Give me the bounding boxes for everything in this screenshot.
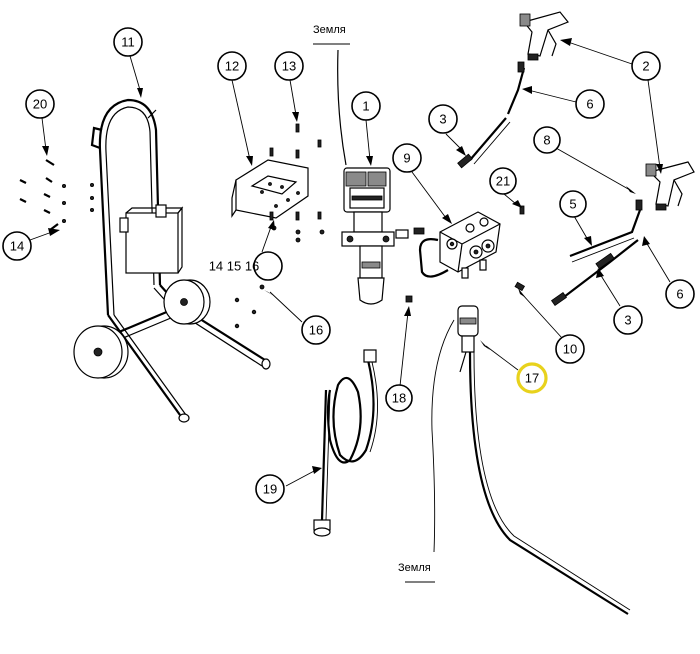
callout-3-upper: 3 — [428, 104, 458, 134]
ground-text-bottom: Земля — [398, 562, 431, 574]
callout-label: 19 — [263, 482, 277, 497]
supply-hose-coil — [313, 349, 378, 537]
callout-label: 18 — [392, 391, 406, 406]
callout-label: 5 — [569, 197, 576, 212]
callout-6-lower: 6 — [665, 279, 695, 309]
spray-gun-top — [519, 11, 569, 61]
callout-label: 20 — [33, 97, 47, 112]
callout-label: 6 — [586, 97, 593, 112]
cart-fasteners — [19, 159, 95, 231]
callout-19: 19 — [255, 474, 285, 504]
callout-label: 13 — [282, 59, 296, 74]
callout-16: 16 — [301, 315, 331, 345]
spray-gun-bottom — [645, 161, 695, 211]
cart-wheel-left — [73, 325, 129, 379]
callout-label: 9 — [403, 151, 410, 166]
whip-hose-lower — [550, 239, 639, 307]
extension-rod — [569, 199, 643, 263]
callout-2: 2 — [631, 51, 661, 81]
callout-label: 8 — [543, 133, 550, 148]
cart-wheel-right — [163, 279, 211, 325]
callout-label: 12 — [225, 59, 239, 74]
pump-assembly — [337, 49, 409, 305]
callout-combined-label: 14 15 16 — [209, 259, 260, 274]
callout-6-upper: 6 — [575, 89, 605, 119]
callout-label: 1 — [362, 99, 369, 114]
callout-18: 18 — [385, 384, 413, 412]
callout-1: 1 — [351, 91, 381, 121]
callout-21: 21 — [489, 167, 517, 195]
leader-lines — [29, 38, 671, 487]
callout-label: 14 — [10, 239, 24, 254]
callout-3-lower: 3 — [613, 305, 643, 335]
whip-hose-upper — [457, 61, 526, 169]
ground-text-top: Земля — [313, 24, 346, 36]
callout-label: 17 — [525, 371, 539, 386]
ground-wire-bottom — [431, 319, 455, 553]
ground-label-bottom: Земля — [398, 562, 435, 583]
small-fittings — [405, 205, 526, 303]
callout-9: 9 — [392, 143, 422, 173]
callout-17-highlighted: 17 — [516, 362, 548, 394]
cart-frame — [90, 98, 271, 423]
callout-label: 6 — [676, 287, 683, 302]
callout-5: 5 — [559, 190, 587, 218]
callout-11: 11 — [113, 27, 143, 57]
callout-12: 12 — [217, 51, 247, 81]
callout-label: 3 — [624, 313, 631, 328]
callout-14: 14 — [2, 231, 32, 261]
callout-10: 10 — [555, 334, 585, 364]
callout-label: 3 — [439, 112, 446, 127]
callout-label: 10 — [563, 342, 577, 357]
suction-tube — [457, 305, 631, 615]
callout-label: 2 — [642, 59, 649, 74]
callout-label: 16 — [309, 323, 323, 338]
mounting-bracket — [231, 159, 309, 219]
callout-label: 11 — [121, 35, 135, 50]
callout-label: 21 — [496, 174, 510, 189]
callout-14-15-16: 14 15 16 — [209, 251, 283, 281]
ground-label-top: Земля — [313, 24, 350, 45]
callout-13: 13 — [274, 51, 304, 81]
callout-20: 20 — [25, 89, 55, 119]
manifold-block — [413, 211, 501, 279]
callout-8: 8 — [533, 126, 561, 154]
